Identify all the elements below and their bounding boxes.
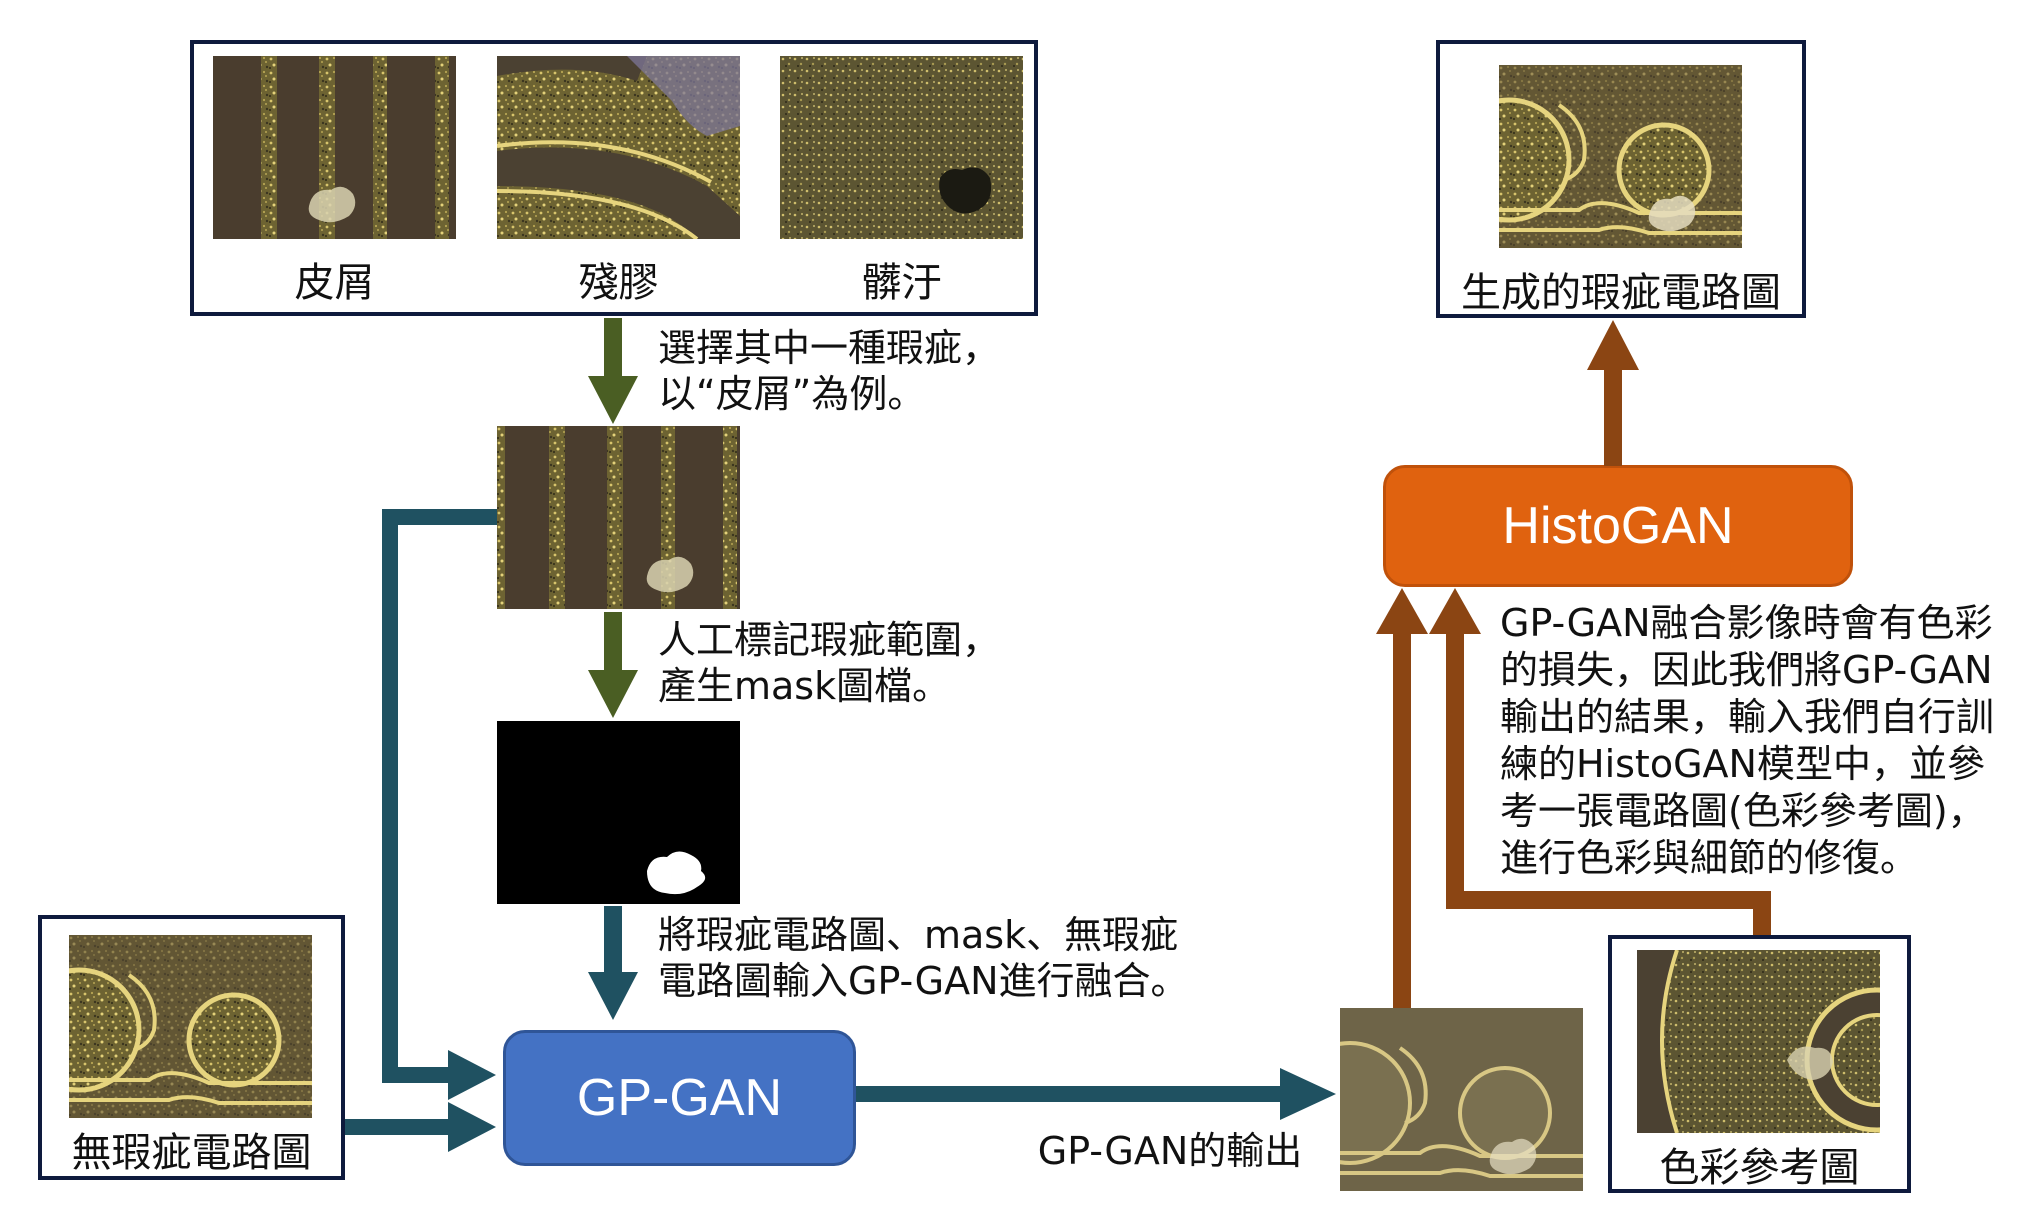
color-reference-image (1637, 950, 1880, 1133)
selected-defect-image (497, 426, 740, 609)
select-step-text-2: 以“皮屑”為例。 (658, 372, 926, 416)
gpgan-to-output-arrow (856, 1068, 1336, 1120)
generated-circuit-label: 生成的瑕疵電路圖 (1461, 270, 1781, 316)
select-arrow (588, 318, 638, 424)
fuse-step-text-2: 電路圖輸入GP-GAN進行融合。 (658, 959, 1189, 1003)
residual-glue-label: 殘膠 (578, 260, 659, 306)
skin-flake-image (213, 56, 456, 239)
histogan-note-line-3: 輸出的結果，輸入我們自行訓 (1500, 695, 1995, 739)
mask-step-text-1: 人工標記瑕疵範圍， (658, 618, 1001, 662)
mask-step-text-2: 產生mask圖檔。 (658, 664, 951, 708)
mask-image (497, 721, 740, 904)
output-to-histogan-arrow (1376, 588, 1428, 1008)
fuse-arrow (588, 906, 638, 1020)
gpgan-output-image (1340, 1008, 1583, 1191)
select-step-text-1: 選擇其中一種瑕疵， (658, 326, 1001, 370)
color-reference-label: 色彩參考圖 (1659, 1145, 1860, 1191)
skin-flake-label: 皮屑 (294, 260, 375, 306)
mask-arrow (588, 612, 638, 718)
histogan-note-line-1: GP-GAN融合影像時會有色彩 (1500, 601, 1993, 645)
fuse-step-text-1: 將瑕疵電路圖、mask、無瑕疵 (658, 913, 1179, 957)
histogan-to-generated-arrow (1587, 320, 1639, 466)
dirt-label: 髒汙 (861, 260, 942, 306)
histogan-note-line-2: 的損失，因此我們將GP-GAN (1500, 648, 1993, 692)
defect-to-gpgan-arrow (382, 509, 497, 1100)
gpgan-output-label: GP-GAN的輸出 (1037, 1129, 1303, 1173)
histogan-note-line-5: 考一張電路圖(色彩參考圖)， (1500, 789, 1986, 833)
clean-circuit-image (69, 935, 312, 1118)
gpgan-box: GP-GAN (503, 1030, 856, 1166)
residual-glue-image (497, 56, 740, 239)
histogan-label: HistoGAN (1502, 497, 1734, 555)
histogan-note-line-6: 進行色彩與細節的修復。 (1500, 836, 1919, 880)
clean-to-gpgan-arrow (345, 1102, 496, 1152)
gpgan-label: GP-GAN (576, 1069, 783, 1127)
histogan-box: HistoGAN (1383, 465, 1853, 587)
histogan-note-line-4: 練的HistoGAN模型中，並參 (1500, 742, 1985, 786)
clean-circuit-label: 無瑕疵電路圖 (71, 1130, 312, 1176)
generated-circuit-image (1499, 65, 1742, 248)
dirt-image (780, 56, 1023, 239)
